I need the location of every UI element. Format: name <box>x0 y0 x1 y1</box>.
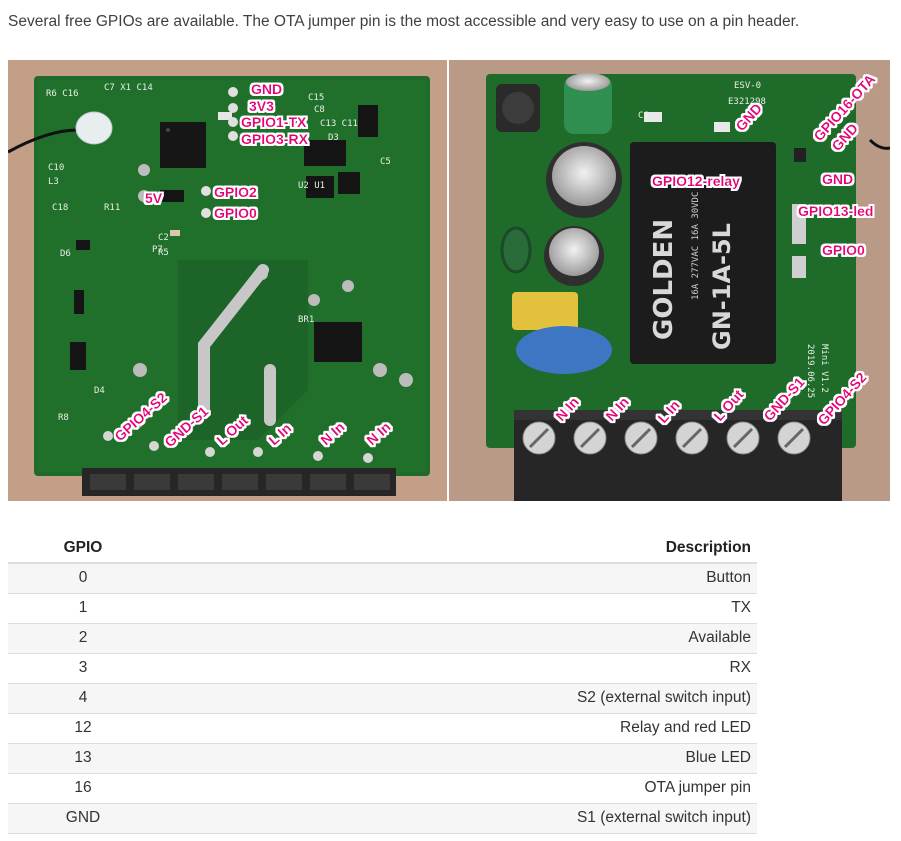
svg-text:R6 C16: R6 C16 <box>46 89 79 99</box>
gpio-cell: 1 <box>8 593 158 624</box>
svg-text:C13 C11: C13 C11 <box>320 119 358 129</box>
left-label-gpio3-rx: GPIO3-RX <box>241 131 309 147</box>
gpio-cell: 3 <box>8 653 158 684</box>
header-gpio: GPIO <box>8 533 158 564</box>
description-cell: Blue LED <box>158 743 757 774</box>
svg-text:D3: D3 <box>328 133 339 143</box>
svg-text:C18: C18 <box>52 203 68 213</box>
svg-text:2019.06.25: 2019.06.25 <box>805 344 815 398</box>
description-cell: Relay and red LED <box>158 713 757 744</box>
left-label-gpio0: GPIO0 <box>214 205 257 221</box>
svg-text:R8: R8 <box>58 413 69 423</box>
svg-text:C5: C5 <box>380 157 391 167</box>
table-row: 3 RX <box>8 653 757 684</box>
table-row: 4 S2 (external switch input) <box>8 683 757 714</box>
description-cell: TX <box>158 593 757 624</box>
description-cell: Available <box>158 623 757 654</box>
right-label-gpio13-led: GPIO13-led <box>798 203 873 219</box>
gpio-cell: 2 <box>8 623 158 654</box>
header-description: Description <box>158 533 757 564</box>
svg-text:D6: D6 <box>60 249 71 259</box>
left-label-5v: 5V <box>145 190 163 206</box>
right-label-gpio12-relay: GPIO12-relay <box>652 173 740 189</box>
right-photo-front-of-pcb: GOLDEN GN-1A-5L 16A 277VAC 16A 30VDC ESV… <box>449 60 890 501</box>
svg-text:D4: D4 <box>94 386 105 396</box>
table-row: 12 Relay and red LED <box>8 713 757 744</box>
left-label-gpio1-tx: GPIO1-TX <box>241 114 307 130</box>
left-photo-back-of-pcb: R6 C16 C7 X1 C14 C15 C8 C13 C11 D3 C10 L… <box>8 60 447 501</box>
right-label-gnd-mid: GND <box>822 171 853 187</box>
table-row: GND S1 (external switch input) <box>8 803 757 834</box>
svg-text:C8: C8 <box>314 105 325 115</box>
pcb-photos: R6 C16 C7 X1 C14 C15 C8 C13 C11 D3 C10 L… <box>8 60 890 501</box>
svg-text:C10: C10 <box>48 163 64 173</box>
left-label-gpio2: GPIO2 <box>214 184 257 200</box>
left-label-3v3: 3V3 <box>249 98 274 114</box>
description-cell: S1 (external switch input) <box>158 803 757 834</box>
description-cell: RX <box>158 653 757 684</box>
svg-text:16A 277VAC 16A 30VDC: 16A 277VAC 16A 30VDC <box>691 192 701 300</box>
svg-text:R11: R11 <box>104 203 120 213</box>
gpio-cell: 12 <box>8 713 158 744</box>
right-label-gpio0: GPIO0 <box>822 242 865 258</box>
svg-text:P7: P7 <box>152 245 163 255</box>
svg-text:GN-1A-5L: GN-1A-5L <box>708 223 736 350</box>
svg-text:C15: C15 <box>308 93 324 103</box>
table-row: 16 OTA jumper pin <box>8 773 757 804</box>
table-header-row: GPIO Description <box>8 533 757 564</box>
gpio-cell: 4 <box>8 683 158 714</box>
svg-text:ESV-0: ESV-0 <box>734 81 761 91</box>
svg-text:C7 X1 C14: C7 X1 C14 <box>104 83 153 93</box>
table-row: 0 Button <box>8 563 757 594</box>
gpio-cell: 16 <box>8 773 158 804</box>
svg-text:L3: L3 <box>48 177 59 187</box>
table-row: 13 Blue LED <box>8 743 757 774</box>
description-cell: OTA jumper pin <box>158 773 757 804</box>
description-cell: Button <box>158 563 757 594</box>
svg-text:C2: C2 <box>158 233 169 243</box>
svg-text:Mini V1.2: Mini V1.2 <box>819 344 829 393</box>
left-label-gnd: GND <box>251 81 282 97</box>
svg-text:GOLDEN: GOLDEN <box>649 219 679 340</box>
svg-text:U2 U1: U2 U1 <box>298 181 325 191</box>
svg-text:R5: R5 <box>158 248 169 258</box>
gpio-cell: GND <box>8 803 158 834</box>
gpio-table: GPIO Description 0 Button 1 TX 2 Availab… <box>8 533 757 834</box>
gpio-cell: 13 <box>8 743 158 774</box>
table-row: 1 TX <box>8 593 757 624</box>
gpio-cell: 0 <box>8 563 158 594</box>
svg-text:E321298: E321298 <box>728 97 766 107</box>
table-row: 2 Available <box>8 623 757 654</box>
intro-paragraph: Several free GPIOs are available. The OT… <box>8 13 800 30</box>
svg-text:C6: C6 <box>638 111 649 121</box>
description-cell: S2 (external switch input) <box>158 683 757 714</box>
svg-text:BR1: BR1 <box>298 315 314 325</box>
